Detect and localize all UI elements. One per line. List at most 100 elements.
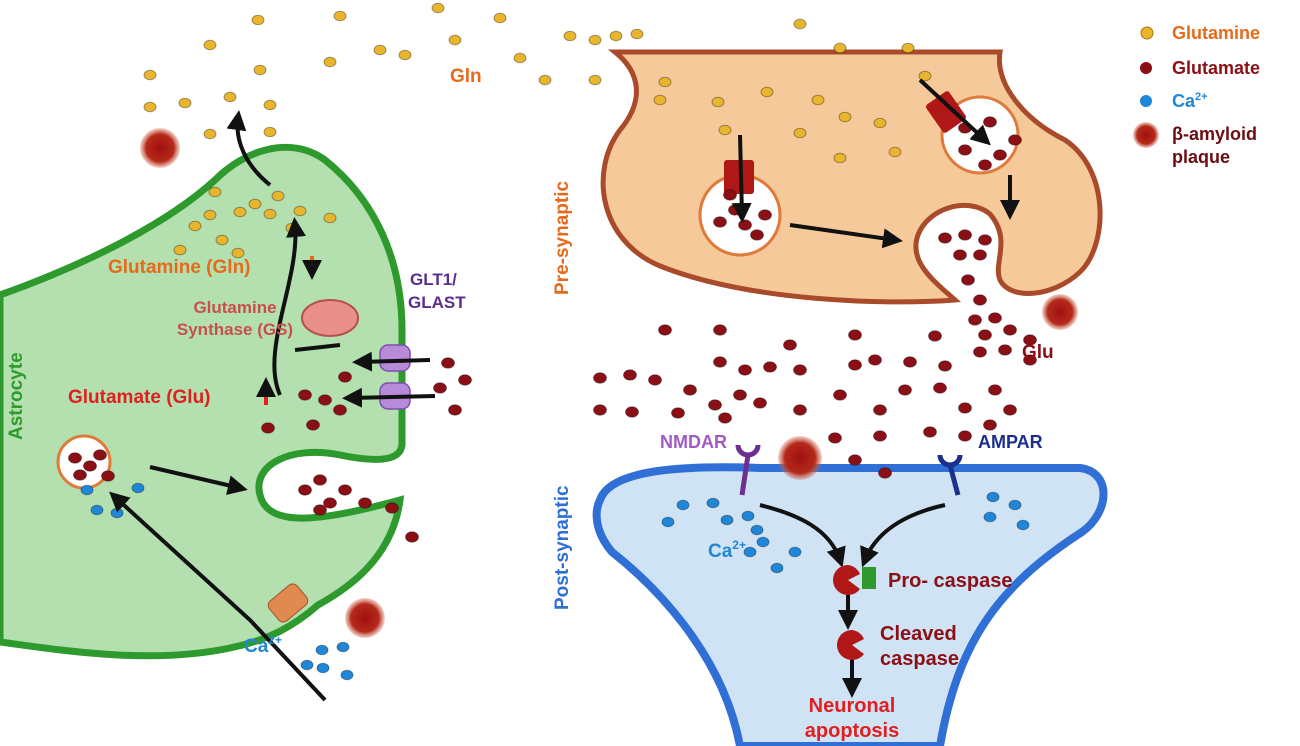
glu-label: Glu <box>1022 342 1054 363</box>
glutamate-molecule <box>878 467 892 479</box>
glutamine-molecule <box>323 212 337 224</box>
pre-synaptic-label: Pre-synaptic <box>552 181 573 295</box>
glutamate-molecule <box>728 204 742 216</box>
legend-amyloid-1: β-amyloid <box>1172 124 1257 144</box>
glutamate-molecule <box>1003 404 1017 416</box>
glutamine-molecule <box>873 117 887 129</box>
glutamate-molecule <box>988 384 1002 396</box>
glutamine-molecule <box>711 96 725 108</box>
calcium-ion <box>750 524 764 536</box>
glutamine-molecule <box>263 126 277 138</box>
glutamine-molecule <box>231 247 245 259</box>
cleaved-caspase-label-1: Cleaved <box>880 623 957 645</box>
glutamate-molecule <box>758 209 772 221</box>
glutamine-molecule <box>630 28 644 40</box>
ampar-label: AMPAR <box>978 432 1043 452</box>
glutamate-molecule <box>793 364 807 376</box>
glutamine-molecule <box>793 18 807 30</box>
glutamate-molecule <box>658 324 672 336</box>
molecules <box>68 2 1037 681</box>
glutamine-gln-label: Glutamine (Gln) <box>108 257 251 278</box>
glutamine-molecule <box>718 124 732 136</box>
glutamine-molecule <box>398 49 412 61</box>
glutamate-molecule <box>648 374 662 386</box>
calcium-ion <box>80 484 94 496</box>
glutamine-molecule <box>208 186 222 198</box>
calcium-ion <box>756 536 770 548</box>
post-synaptic-label: Post-synaptic <box>552 485 573 610</box>
glutamine-molecule <box>588 74 602 86</box>
glutamate-molecule <box>405 531 419 543</box>
glutamate-molecule <box>718 412 732 424</box>
glutamine-molecule <box>143 69 157 81</box>
glutamate-molecule <box>333 404 347 416</box>
glutamate-molecule <box>873 430 887 442</box>
glt1-label: GLT1/ <box>410 270 457 289</box>
glutamate-molecule <box>625 406 639 418</box>
astrocyte-label: Astrocyte <box>6 352 27 440</box>
vglut-transporter <box>925 91 967 133</box>
glutamate-molecule <box>1023 334 1037 346</box>
glutamine-molecule <box>588 34 602 46</box>
glutamate-molecule <box>323 497 337 509</box>
glutamate-molecule <box>738 219 752 231</box>
legend-glutamine: Glutamine <box>1172 23 1260 43</box>
arrows <box>109 78 1020 702</box>
glutamate-molecule <box>448 404 462 416</box>
glutamate-molecule <box>938 360 952 372</box>
legend-glutamate: Glutamate <box>1172 58 1260 78</box>
calcium-ion <box>720 514 734 526</box>
glutamine-synthase-label-1: Glutamine <box>193 298 276 317</box>
glutamine-molecule <box>143 101 157 113</box>
glutamine-molecule <box>431 2 445 14</box>
glutamate-molecule <box>958 430 972 442</box>
calcium-ion <box>676 499 690 511</box>
apoptosis-label-1: Neuronal <box>809 695 896 717</box>
glutamate-molecule <box>101 470 115 482</box>
glutamine-molecule <box>373 44 387 56</box>
glutamine-molecule <box>215 234 229 246</box>
glutamine-molecule <box>203 39 217 51</box>
gln-label: Gln <box>450 66 482 87</box>
glutamine-molecule <box>448 34 462 46</box>
glutamate-molecule <box>623 369 637 381</box>
glutamine-molecule <box>811 94 825 106</box>
cleaved-caspase-label-2: caspase <box>880 648 959 670</box>
glutamate-molecule <box>968 314 982 326</box>
glutamate-molecule <box>923 426 937 438</box>
ampar-receptor <box>937 454 963 496</box>
glutamate-molecule <box>723 189 737 201</box>
glutamine-molecule <box>901 42 915 54</box>
glast-label: GLAST <box>408 293 466 312</box>
calcium-ion <box>743 546 757 558</box>
glutamate-molecule <box>441 357 455 369</box>
glutamate-molecule <box>993 149 1007 161</box>
glutamate-molecule <box>738 364 752 376</box>
glutamate-molecule <box>708 399 722 411</box>
glutamine-molecule <box>513 52 527 64</box>
ca-astrocyte-label: Ca2+ <box>244 633 282 657</box>
nmdar-label: NMDAR <box>660 432 727 452</box>
glutamate-molecule <box>1003 324 1017 336</box>
glutamine-molecule <box>918 70 932 82</box>
glutamine-molecule <box>263 99 277 111</box>
amyloid-plaque <box>1042 294 1078 330</box>
calcium-ion <box>131 482 145 494</box>
amyloid-plaque <box>345 598 385 638</box>
glutamate-molecule <box>753 397 767 409</box>
glutamate-molecule <box>983 419 997 431</box>
ca-post-label: Ca2+ <box>708 538 746 562</box>
glutamate-molecule <box>313 504 327 516</box>
calcium-ion <box>315 644 329 656</box>
vesicle <box>56 434 112 490</box>
glutamate-molecule <box>848 454 862 466</box>
legend-glutamine-icon <box>1140 26 1154 40</box>
glutamine-molecule <box>653 94 667 106</box>
glutamine-molecule <box>833 152 847 164</box>
calcium-ion <box>986 491 1000 503</box>
glutamate-molecule <box>833 389 847 401</box>
glutamate-molecule <box>868 354 882 366</box>
glutamate-molecule <box>973 346 987 358</box>
glutamate-molecule <box>988 312 1002 324</box>
calcium-ion <box>110 507 124 519</box>
